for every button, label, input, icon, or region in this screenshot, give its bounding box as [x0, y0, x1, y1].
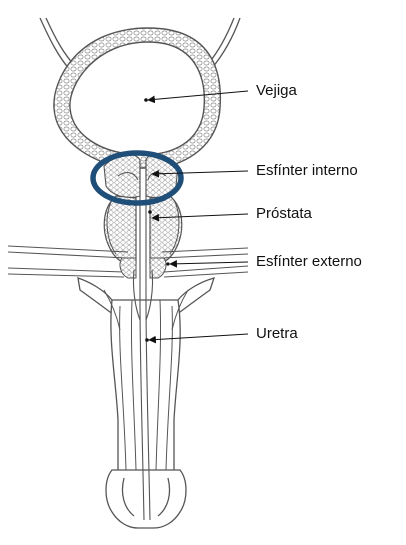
- penis: [77, 277, 216, 529]
- prostate: [103, 195, 183, 266]
- leader-interno: [151, 169, 249, 178]
- external-sphincter: [119, 257, 170, 279]
- leader-uretra: [148, 333, 249, 344]
- pelvic-floor: [7, 245, 249, 278]
- bladder: [53, 27, 222, 169]
- urethra: [132, 160, 154, 521]
- internal-sphincter-highlight-ring: [90, 150, 184, 206]
- label-external-sphincter: Esfínter externo: [256, 253, 362, 270]
- label-internal-sphincter: Esfínter interno: [256, 162, 358, 179]
- leader-prostata: [151, 213, 249, 222]
- label-bladder: Vejiga: [256, 82, 297, 99]
- leader-lines: [147, 90, 249, 344]
- corpora-cavernosa: [103, 289, 189, 471]
- leader-externo: [169, 259, 249, 268]
- leader-vejiga: [147, 90, 249, 104]
- label-urethra: Uretra: [256, 325, 298, 342]
- label-prostate: Próstata: [256, 205, 312, 222]
